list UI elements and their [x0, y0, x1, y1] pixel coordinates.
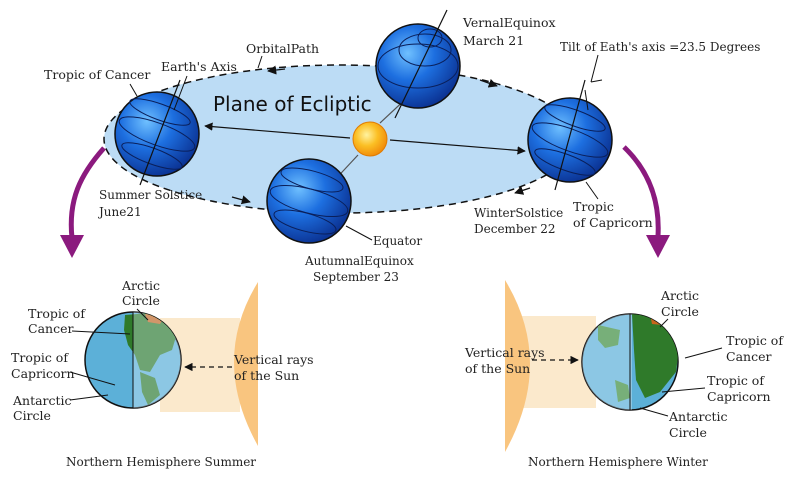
winter-rays-label-2: of the Sun: [465, 361, 530, 376]
label-tropic-of-cancer-top: Tropic of Cancer: [44, 67, 150, 82]
winter-arctic-label-1: Arctic: [660, 288, 699, 303]
summer-rays-label-2: of the Sun: [234, 368, 299, 383]
winter-arctic-label-2: Circle: [661, 304, 699, 319]
winter-antarctic-label-1: Antarctic: [668, 409, 728, 424]
earth-vernal-equinox: [375, 9, 461, 119]
winter-capricorn-label-2: Capricorn: [707, 389, 771, 404]
label-axis-tilt: Tilt of Eath's axis =23.5 Degrees: [560, 40, 760, 54]
label-orbital-path: OrbitalPath: [246, 41, 319, 56]
label-winter-date: December 22: [474, 222, 556, 236]
summer-antarctic-label-1: Antarctic: [12, 393, 72, 408]
winter-sun-rays: [505, 280, 596, 452]
label-autumnal-date: September 23: [313, 270, 399, 284]
earth-autumnal-equinox: [266, 158, 352, 244]
label-vernal-date: March 21: [463, 33, 524, 48]
label-earths-axis: Earth's Axis: [161, 59, 237, 74]
plane-title: Plane of Ecliptic: [213, 92, 372, 116]
label-vernal-equinox: VernalEquinox: [462, 15, 556, 30]
label-winter-solstice: WinterSolstice: [474, 206, 563, 220]
winter-rays-label-1: Vertical rays: [464, 345, 545, 360]
winter-capricorn-label-1: Tropic of: [707, 373, 765, 388]
earth-winter-solstice: [527, 79, 613, 191]
winter-cancer-label-1: Tropic of: [726, 333, 784, 348]
summer-arctic-label-2: Circle: [122, 293, 160, 308]
summer-cancer-label-2: Cancer: [28, 321, 73, 336]
label-tropic-of-capricorn-top-2: of Capricorn: [573, 215, 653, 230]
label-autumnal-equinox: AutumnalEquinox: [304, 254, 414, 268]
summer-capricorn-label-1: Tropic of: [11, 350, 69, 365]
label-summer-solstice: Summer Solstice: [99, 188, 202, 202]
arrow-to-winter-detail: [622, 145, 661, 237]
summer-cancer-label-1: Tropic of: [28, 306, 86, 321]
label-equator: Equator: [373, 234, 422, 248]
sun-icon: [352, 121, 388, 157]
summer-caption: Northern Hemisphere Summer: [66, 455, 256, 469]
label-tropic-of-capricorn-top-1: Tropic: [573, 199, 614, 214]
winter-cancer-label-2: Cancer: [726, 349, 771, 364]
summer-antarctic-label-2: Circle: [13, 408, 51, 423]
summer-capricorn-label-2: Capricorn: [11, 366, 75, 381]
winter-caption: Northern Hemisphere Winter: [528, 455, 708, 469]
label-summer-date: June21: [97, 205, 142, 219]
winter-antarctic-label-2: Circle: [669, 425, 707, 440]
summer-arctic-label-1: Arctic: [121, 278, 160, 293]
arrow-to-summer-detail: [68, 146, 106, 239]
summer-rays-label-1: Vertical rays: [233, 352, 314, 367]
earth-summer-solstice: [114, 79, 200, 186]
